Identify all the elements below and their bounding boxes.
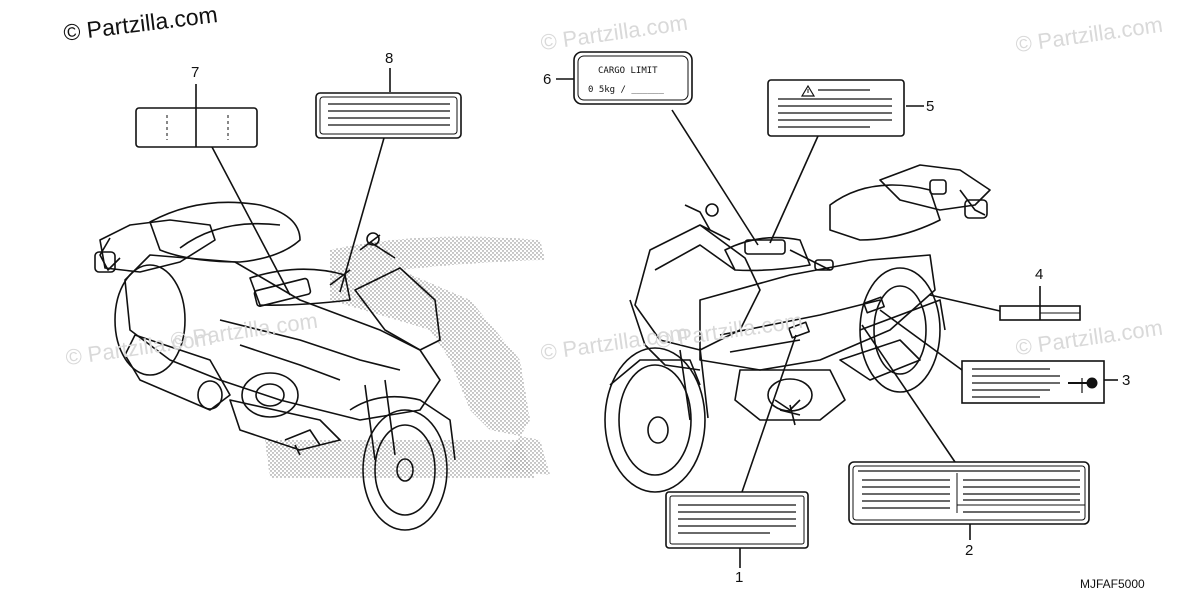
label-part-1 bbox=[665, 491, 809, 549]
leader-line-3-part bbox=[879, 309, 963, 371]
callout-number-2: 2 bbox=[965, 542, 974, 559]
leader-line-8-part bbox=[339, 137, 385, 293]
cargo-limit-title: CARGO LIMIT bbox=[598, 66, 658, 76]
label-part-6: CARGO LIMIT 0 5kg / ______ bbox=[573, 51, 693, 105]
label-part-7 bbox=[135, 107, 258, 148]
label-part-4 bbox=[999, 305, 1081, 321]
callout-number-6: 6 bbox=[543, 71, 552, 88]
stipple-wing-decoration bbox=[330, 236, 550, 475]
right-motorcycle-illustration bbox=[604, 164, 991, 493]
label-part-2 bbox=[848, 461, 1090, 525]
label-part-5 bbox=[767, 79, 905, 137]
leader-line-1-part bbox=[741, 334, 797, 493]
leader-line-7-part bbox=[211, 146, 291, 296]
callout-number-5: 5 bbox=[926, 98, 935, 115]
label-part-3 bbox=[961, 360, 1105, 404]
callout-number-8: 8 bbox=[385, 50, 394, 67]
leader-lines bbox=[195, 68, 1118, 568]
leader-line-6-part bbox=[671, 109, 759, 246]
callout-number-4: 4 bbox=[1035, 266, 1044, 283]
leader-line-2-part bbox=[861, 324, 956, 463]
leader-line-5-part bbox=[769, 135, 819, 244]
key-icon bbox=[1068, 377, 1098, 393]
warning-triangle-icon bbox=[800, 84, 816, 97]
diagram-code: MJFAF5000 bbox=[1080, 577, 1145, 591]
label-part-8 bbox=[315, 92, 462, 139]
callout-number-3: 3 bbox=[1122, 372, 1131, 389]
callout-number-1: 1 bbox=[735, 569, 744, 586]
cargo-limit-value: 0 5kg / ______ bbox=[588, 85, 664, 95]
stipple-lettering bbox=[265, 440, 535, 478]
left-motorcycle-illustration bbox=[94, 201, 550, 531]
leader-line-4-part bbox=[929, 294, 1001, 312]
callout-number-7: 7 bbox=[191, 64, 200, 81]
